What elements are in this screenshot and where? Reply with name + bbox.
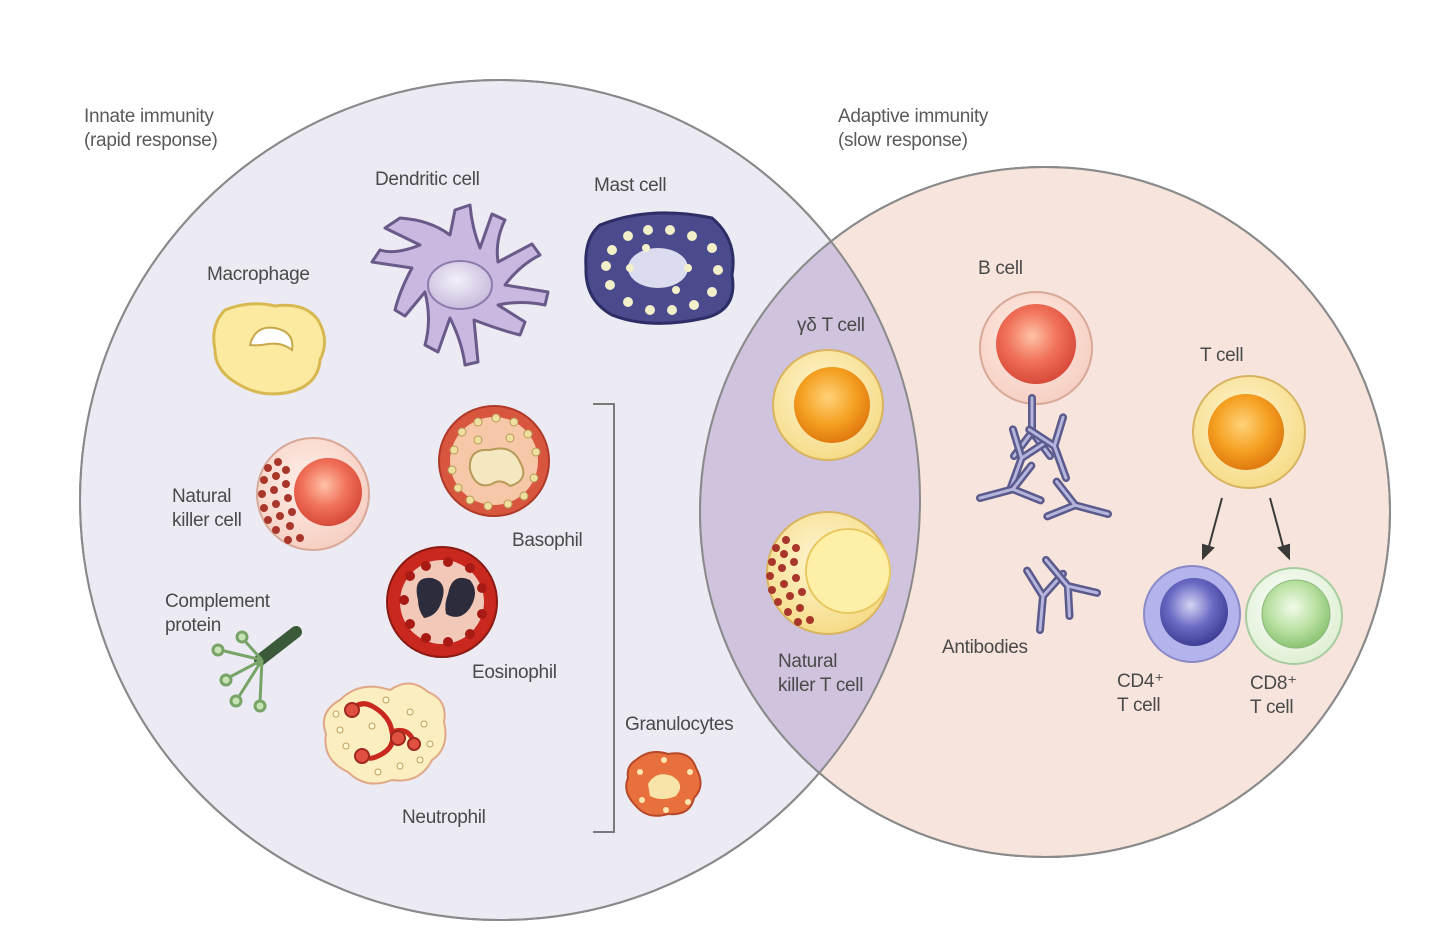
nkt-cell-label-line2: killer T cell (778, 675, 863, 696)
adaptive-title-line1: Adaptive immunity (838, 106, 989, 127)
cd4-label-line2: T cell (1117, 695, 1160, 716)
mast-cell-label: Mast cell (594, 175, 666, 196)
natural-killer-t-cell-icon (766, 511, 891, 635)
basophil-icon (438, 405, 550, 517)
complement-label-line2: protein (165, 615, 221, 636)
cd4-label-line1: CD4⁺ (1117, 671, 1164, 692)
eosinophil-icon (386, 546, 498, 658)
overlap-region (700, 167, 920, 857)
cd8-label-line2: T cell (1250, 697, 1293, 718)
differentiation-arrows (1202, 497, 1290, 561)
nk-cell-label-line2: killer cell (172, 510, 242, 531)
natural-killer-cell-icon (256, 437, 370, 551)
innate-title-line2: (rapid response) (84, 130, 218, 151)
adaptive-circle-outline (699, 166, 1391, 858)
complement-label-line1: Complement (165, 591, 271, 612)
adaptive-title-line2: (slow response) (838, 130, 968, 151)
complement-protein-icon (211, 626, 302, 713)
innate-title-line1: Innate immunity (84, 106, 214, 127)
macrophage-icon (212, 302, 326, 396)
granulocyte-icon (625, 751, 702, 817)
macrophage-label: Macrophage (207, 264, 310, 285)
nkt-cell-label-line1: Natural (778, 651, 837, 672)
basophil-label: Basophil (512, 530, 582, 551)
eosinophil-label: Eosinophil (472, 662, 557, 683)
innate-circle-outline (79, 79, 921, 921)
dendritic-cell-icon (370, 203, 550, 367)
gamma-delta-t-cell-label: γδ T cell (797, 315, 865, 336)
dendritic-cell-label: Dendritic cell (375, 169, 480, 190)
gamma-delta-t-cell-icon (772, 349, 884, 461)
t-cell-icon (1192, 375, 1306, 489)
cd8-label-line1: CD8⁺ (1250, 673, 1297, 694)
neutrophil-icon (322, 682, 447, 785)
nk-cell-label-line1: Natural (172, 486, 231, 507)
neutrophil-label: Neutrophil (402, 807, 486, 828)
mast-cell-icon (584, 211, 735, 325)
granulocytes-label: Granulocytes (625, 714, 733, 735)
b-cell-label: B cell (978, 258, 1023, 279)
antibodies-label: Antibodies (942, 637, 1028, 658)
granulocytes-bracket (593, 403, 615, 833)
b-cell-icon (979, 291, 1093, 405)
cd8-t-cell-icon (1245, 567, 1343, 665)
cd4-t-cell-icon (1143, 565, 1241, 663)
t-cell-label: T cell (1200, 345, 1243, 366)
